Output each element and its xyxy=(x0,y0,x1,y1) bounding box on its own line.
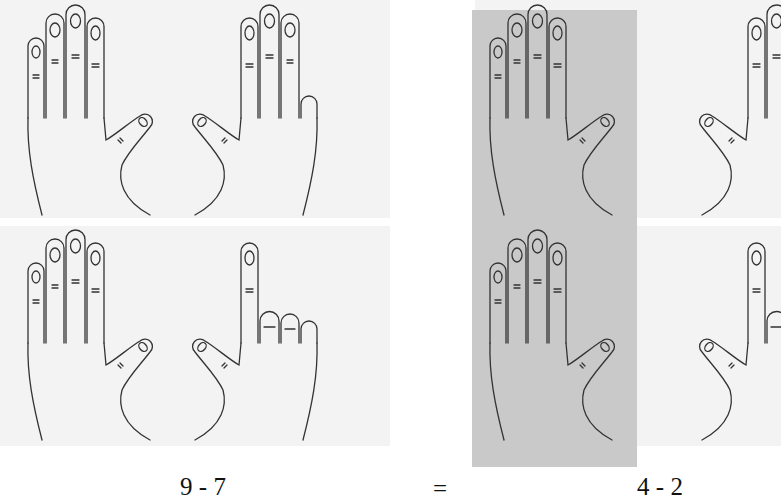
equation-label: 4 - 2 xyxy=(637,473,683,501)
equation-label: 9 - 7 xyxy=(180,473,226,501)
hand-four xyxy=(700,5,781,215)
hand-two xyxy=(193,243,318,440)
hand-two xyxy=(700,243,781,440)
hand-five xyxy=(490,230,615,440)
hand-four xyxy=(193,5,318,215)
panel-background xyxy=(0,0,390,218)
hand-five xyxy=(28,5,153,215)
hand-five xyxy=(28,230,153,440)
cover-band xyxy=(472,10,637,467)
hand-five xyxy=(490,5,615,215)
equation-label: = xyxy=(433,475,447,503)
panel-background xyxy=(0,226,390,446)
